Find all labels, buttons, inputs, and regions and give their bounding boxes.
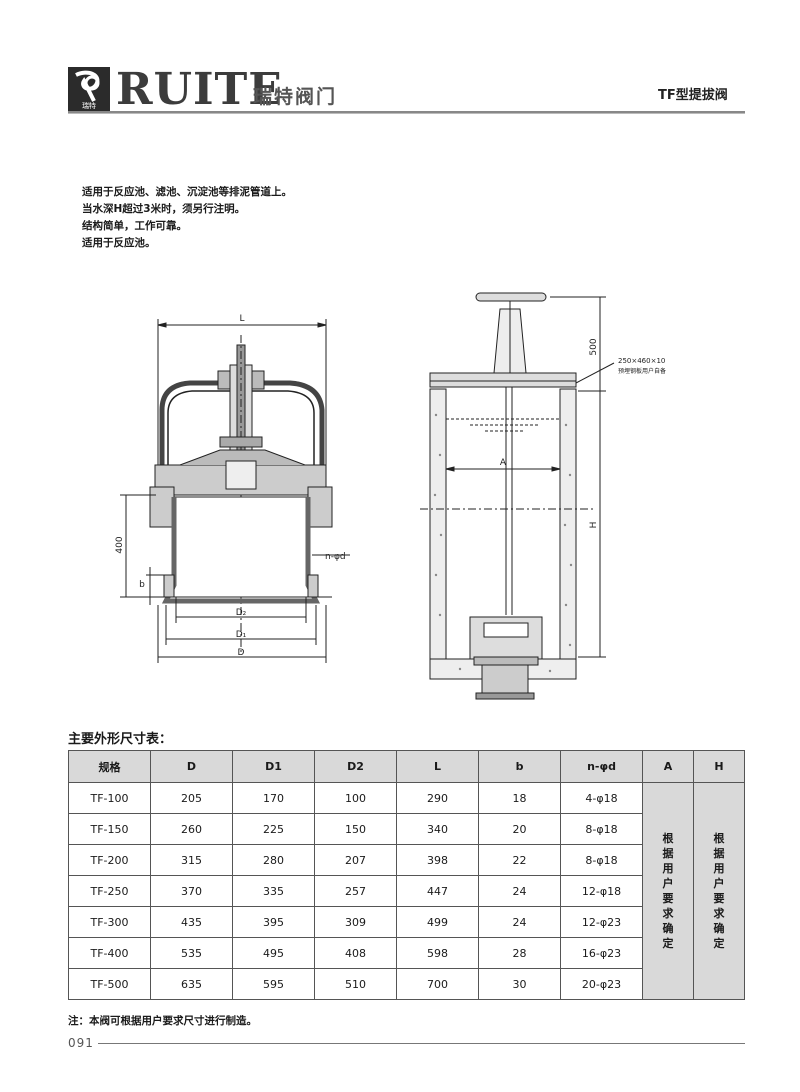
table-cell: 495 [232, 937, 315, 969]
table-cell: 170 [232, 782, 315, 814]
column-header: H [693, 750, 745, 783]
brand-name: RUITE [116, 64, 283, 115]
table-cell: 260 [150, 813, 233, 845]
table-cell: 290 [396, 782, 479, 814]
table-cell: 595 [232, 968, 315, 1000]
dim-label-H: H [589, 522, 599, 529]
table-cell: 435 [150, 906, 233, 938]
table-row: TF-150 260 225 150 340 20 8-φ18 [68, 813, 745, 845]
table-row: TF-300 435 395 309 499 24 12-φ23 [68, 906, 745, 938]
table-cell: 28 [478, 937, 561, 969]
table-cell: 635 [150, 968, 233, 1000]
footer-divider [98, 1043, 745, 1044]
table-cell: 24 [478, 875, 561, 907]
table-cell: 370 [150, 875, 233, 907]
table-cell: 280 [232, 844, 315, 876]
product-title: TF型提拔阀 [658, 88, 728, 103]
table-cell: 408 [314, 937, 397, 969]
dim-label-D: D [238, 648, 245, 658]
description-line: 适用于反应池、滤池、沉淀池等排泥管道上。 [82, 186, 292, 198]
table-row: TF-500 635 595 510 700 30 20-φ23 [68, 968, 745, 1000]
dim-label-D1: D₁ [236, 630, 247, 640]
dimension-table: 规格 D D1 D2 L b n-φd A H TF-100 205 170 1… [68, 750, 745, 1000]
table-cell: 398 [396, 844, 479, 876]
brand-name-chinese: 瑞特阀门 [253, 86, 338, 108]
table-cell: 535 [150, 937, 233, 969]
description-line: 适用于反应池。 [82, 237, 156, 249]
table-cell: 12-φ23 [560, 906, 643, 938]
column-header: 规格 [68, 750, 151, 783]
table-cell: 340 [396, 813, 479, 845]
column-header: n-φd [560, 750, 643, 783]
column-header: D1 [232, 750, 315, 783]
dim-label-b: b [139, 580, 145, 590]
dim-label-500: 500 [589, 338, 599, 355]
dim-label-400: 400 [115, 536, 125, 553]
header-divider [68, 111, 745, 113]
page-number: 091 [68, 1036, 94, 1050]
ruite-logo-icon: 瑞特 [68, 67, 110, 111]
table-cell: 30 [478, 968, 561, 1000]
description-line: 结构简单，工作可靠。 [82, 220, 187, 232]
column-header: D2 [314, 750, 397, 783]
table-cell: 18 [478, 782, 561, 814]
table-cell: 315 [150, 844, 233, 876]
header-divider-shadow [68, 113, 745, 114]
table-cell: 598 [396, 937, 479, 969]
table-cell: 20 [478, 813, 561, 845]
plate-size-note: 250×460×10 [618, 357, 665, 365]
table-cell: 257 [314, 875, 397, 907]
dim-label-nd: n-φd [325, 552, 346, 562]
table-header-row: 规格 D D1 D2 L b n-φd A H [68, 750, 745, 783]
table-cell: 447 [396, 875, 479, 907]
table-cell: 12-φ18 [560, 875, 643, 907]
table-cell: TF-300 [68, 906, 151, 938]
dim-label-A: A [500, 458, 507, 468]
installation-drawing: 500 250×460×10 预埋钢板用户自备 A H [420, 292, 666, 700]
table-cell: 700 [396, 968, 479, 1000]
table-cell: 22 [478, 844, 561, 876]
dim-label-D2: D₂ [236, 608, 247, 618]
product-description: 适用于反应池、滤池、沉淀池等排泥管道上。 当水深H超过3米时，须另行注明。 结构… [82, 184, 292, 252]
table-cell: 205 [150, 782, 233, 814]
table-cell: TF-400 [68, 937, 151, 969]
table-cell: 4-φ18 [560, 782, 643, 814]
table-cell: 510 [314, 968, 397, 1000]
table-cell: 309 [314, 906, 397, 938]
table-cell: TF-100 [68, 782, 151, 814]
table-cell: 20-φ23 [560, 968, 643, 1000]
table-row: TF-250 370 335 257 447 24 12-φ18 [68, 875, 745, 907]
column-header: D [150, 750, 233, 783]
table-cell: 395 [232, 906, 315, 938]
dim-label-L: L [239, 314, 244, 324]
svg-text:瑞特: 瑞特 [82, 101, 96, 110]
table-cell: TF-250 [68, 875, 151, 907]
table-cell: TF-200 [68, 844, 151, 876]
table-cell: 335 [232, 875, 315, 907]
table-row: TF-100 205 170 100 290 18 4-φ18 根据用户要求确定… [68, 782, 745, 1000]
table-cell: 24 [478, 906, 561, 938]
column-header: A [642, 750, 694, 783]
table-cell: 100 [314, 782, 397, 814]
table-cell: 8-φ18 [560, 813, 643, 845]
merged-cell-H: 根据用户要求确定 [693, 782, 745, 1000]
table-cell: 207 [314, 844, 397, 876]
plate-supply-note: 预埋钢板用户自备 [618, 367, 666, 375]
table-cell: 499 [396, 906, 479, 938]
table-title: 主要外形尺寸表： [68, 732, 173, 747]
table-cell: 16-φ23 [560, 937, 643, 969]
table-cell: TF-150 [68, 813, 151, 845]
column-header: b [478, 750, 561, 783]
column-header: L [396, 750, 479, 783]
table-cell: 150 [314, 813, 397, 845]
description-line: 当水深H超过3米时，须另行注明。 [82, 203, 246, 215]
merged-cell-A: 根据用户要求确定 [642, 782, 694, 1000]
table-cell: TF-500 [68, 968, 151, 1000]
table-footnote: 注：本阀可根据用户要求尺寸进行制造。 [68, 1015, 257, 1027]
valve-section-drawing: L 400 b n-φd D₂ D₁ D [115, 314, 350, 663]
table-cell: 225 [232, 813, 315, 845]
table-cell: 8-φ18 [560, 844, 643, 876]
